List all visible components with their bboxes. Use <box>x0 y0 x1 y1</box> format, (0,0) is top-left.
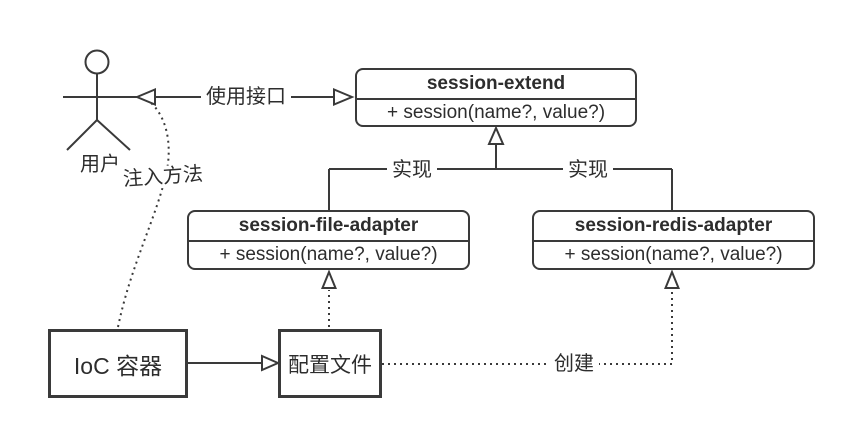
session-file-adapter-title: session-file-adapter <box>189 212 468 242</box>
config-file-label: 配置文件 <box>288 353 372 377</box>
ioc-container-node: IoC 容器 <box>48 329 188 398</box>
open-arrowhead-right-icon <box>333 88 355 106</box>
ioc-to-config-edge <box>188 354 281 372</box>
actor-label: 用户 <box>80 153 120 176</box>
session-file-adapter-class: session-file-adapter + session(name?, va… <box>187 210 470 270</box>
open-arrowhead-left-icon <box>134 88 156 106</box>
config-to-file-adapter-edge <box>321 269 337 327</box>
open-arrowhead-ioc-icon <box>261 354 281 372</box>
ioc-container-label: IoC 容器 <box>73 352 163 379</box>
create-edge <box>382 269 680 365</box>
session-extend-title: session-extend <box>357 70 635 100</box>
session-redis-adapter-title: session-redis-adapter <box>534 212 813 242</box>
generalization-arrowhead-icon <box>487 125 505 145</box>
session-extend-method: + session(name?, value?) <box>386 101 606 123</box>
implement-left-label: 实现 <box>387 159 437 181</box>
session-redis-adapter-method: + session(name?, value?) <box>564 244 783 265</box>
dotted-arrowhead-file-icon <box>321 269 337 289</box>
use-interface-label: 使用接口 <box>201 86 291 108</box>
session-redis-adapter-class: session-redis-adapter + session(name?, v… <box>532 210 815 270</box>
inject-method-edge <box>117 101 170 328</box>
session-extend-class: session-extend + session(name?, value?) <box>355 68 637 127</box>
dotted-arrowhead-redis-icon <box>664 269 680 289</box>
implement-right-label: 实现 <box>563 159 613 181</box>
implement-connector <box>328 125 673 210</box>
create-label: 创建 <box>549 353 599 375</box>
session-file-adapter-method: + session(name?, value?) <box>219 244 438 265</box>
config-file-node: 配置文件 <box>278 329 382 398</box>
actor-icon <box>66 49 131 151</box>
